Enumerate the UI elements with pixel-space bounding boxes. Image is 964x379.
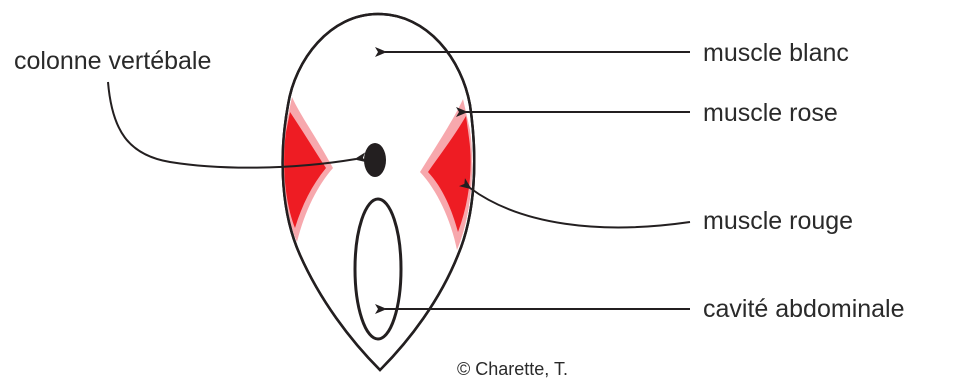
label-red-muscle: muscle rouge (703, 207, 853, 235)
label-abdominal-cavity: cavité abdominale (703, 295, 905, 323)
label-spine: colonne vertébale (14, 47, 211, 75)
label-white-muscle: muscle blanc (703, 39, 849, 67)
spine-dot (364, 143, 386, 177)
arrow-red-muscle (470, 188, 690, 227)
label-pink-muscle: muscle rose (703, 99, 838, 127)
credit-text: © Charette, T. (457, 359, 568, 379)
